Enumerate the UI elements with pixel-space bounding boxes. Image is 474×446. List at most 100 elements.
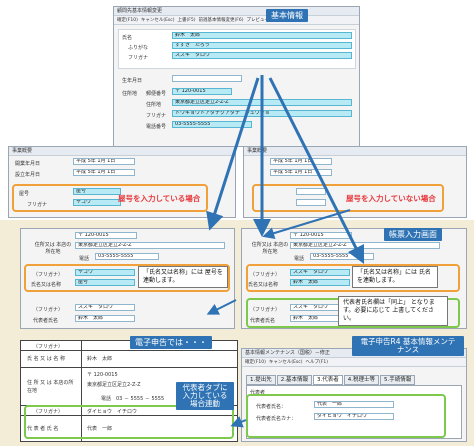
yago-field-right[interactable] [296,188,326,195]
e-filing-callout: 電子申告では・・・ [130,336,212,349]
basic-info-window: 顧問先基本情報変更 確定(F10) キャンセル(Esc) 上書(F5) 前週基本… [113,6,360,147]
form-r-postal-field[interactable]: 〒 120-0015 [290,232,352,239]
form-rep-label: 代表者氏名 [33,318,59,324]
paper-address-label: 住 所 又 は 本店の所在地 [27,380,74,394]
name-label: 氏名 [122,35,133,41]
paper-kana-label: （フリガナ） [33,344,64,350]
open-date-label: 開業年月日 [15,161,41,167]
form-r-rep-kana-label: （フリガナ） [250,307,281,313]
paper-name-value: 鈴木 太郎 [87,356,113,362]
address-kana-label: フリガナ [146,113,167,119]
paper-rep-kana-value: ダイヒョウ イチロウ [87,409,138,415]
form-r-tel-label: 電話 [294,256,305,262]
form-address-label: 住所又は 本店の所在地 [34,242,72,255]
yago-kana-field-right[interactable] [296,199,326,206]
form-input-callout: 帳票入力画面 [384,228,442,241]
paper-name-label: 氏 名 又 は 名 称 [27,356,65,362]
maintenance-callout: 電子申告R4 基本情報メンテナンス [352,336,464,356]
form-r-tel-field[interactable]: 03-5555-5555 [310,253,374,260]
open-date-field[interactable]: 平成 5年 1月 1日 [73,158,135,165]
birth-label: 生年月日 [122,78,143,84]
paper-rep-label: 代 表 者 氏 名 [27,426,59,432]
form-r-rep-label: 代表者氏名 [250,318,276,324]
m-confirm-button[interactable]: 確定(F10) [245,360,266,365]
form-tel-label: 電話 [79,256,90,262]
window-title: 顧問先基本情報変更 [114,7,359,16]
form-left-note: 「氏名又は名称」には 屋号を連動します。 [138,266,228,288]
arrow-business-right [262,209,351,239]
arrow-basic-to-right [268,77,365,265]
m-rep-field[interactable]: 代表 一郎 [314,401,394,408]
tab-basic[interactable]: 2.基本情報 [276,375,312,385]
maintenance-toolbar: 確定(F10) キャンセル(Esc) ヘルプ(F1) [242,358,466,367]
form-r-address-field[interactable]: 東京都足立区足立2-Z-Z [290,242,440,249]
form-tel-field[interactable]: 03-5555-5555 [95,253,159,260]
m-rep-kana-field[interactable]: ダイヒョウ イチロウ [314,413,394,420]
form-name-highlight [24,264,230,292]
founded-date-field[interactable]: 平成 5年 1月 1日 [73,169,135,176]
form-r-name-field[interactable]: 鈴木 太郎 [290,279,350,286]
address-label: 住所地 [122,91,138,97]
tel-label: 電話番号 [146,124,167,130]
tab-procedure[interactable]: 5.手続情報 [380,375,416,385]
founded-date-label: 設立年月日 [15,172,41,178]
m-rep-kana-label: 代表者氏名カナ： [256,416,297,422]
form-r-name-label: 氏名又は名称 [248,282,279,288]
yago-empty-note: 屋号を入力していない場合 [346,194,436,203]
furigana-label: ふりがな [128,45,149,51]
postal-field[interactable]: 〒 120-0015 [172,88,232,95]
form-kana-label: （フリガナ） [33,272,64,278]
m-cancel-button[interactable]: キャンセル(Esc) [268,360,303,365]
form-rep-kana-label: （フリガナ） [33,307,64,313]
confirm-button[interactable]: 確定(F10) [117,18,138,23]
kana-label: フリガナ [128,55,149,61]
basic-info-callout: 基本情報 [266,9,308,22]
postal-label: 郵便番号 [146,91,167,97]
business-header: 事業概要 [9,147,235,156]
form-r-kana-label: （フリガナ） [250,272,281,278]
form-name-field[interactable]: 屋号 [75,279,135,286]
business-window-left: 事業概要 開業年月日 平成 5年 1月 1日 設立年月日 平成 5年 1月 1日… [8,146,236,218]
cancel-button[interactable]: キャンセル(Esc) [140,18,175,23]
maintenance-tabs: 1.提出先 2.基本情報 3.代表者 4.税理士等 5.手続情報 [246,375,416,385]
form-rep-field[interactable]: 鈴木 太郎 [75,315,135,322]
yago-field[interactable]: 屋号 [73,188,121,195]
birth-field[interactable] [172,75,242,82]
arrow-basic-to-left [206,77,260,231]
paper-rep-value: 代表 一郎 [87,426,113,432]
tab-representative[interactable]: 3.代表者 [313,375,343,385]
paper-postal: 〒 120-0015 [87,372,118,378]
kana-field[interactable]: スズキ タロウ [172,52,352,59]
form-r-name-highlight [246,264,460,292]
paper-rep-kana-label: （フリガナ） [33,409,64,415]
furigana-field[interactable]: すずき たろう [172,42,352,49]
form-postal-field[interactable]: 〒 120-0015 [75,232,137,239]
form-address-field[interactable]: 東京都足立区足立2-Z-Z [75,242,225,249]
yago-kana-field[interactable]: ヤゴウ [73,199,121,206]
address-sub-label: 住所地 [146,102,162,108]
tel-field[interactable]: 03-5555-5555 [172,121,252,128]
arrow-form-down [206,299,237,315]
prev-info-button[interactable]: 前週基本情報変更(F6) [198,18,244,23]
form-name-label: 氏名又は名称 [31,282,62,288]
tab-submit[interactable]: 1.提出先 [246,375,276,385]
form-kana-field[interactable]: ヤゴウ [75,269,135,276]
form-right-rep-note: 代表者氏名欄は「同上」 となります。必要に応じて 上書してください。 [338,296,448,326]
m-rep-label: 代表者氏名： [256,404,287,410]
overwrite-button[interactable]: 上書(F5) [177,18,196,23]
tab-accountant[interactable]: 4.税理士等 [343,375,379,385]
form-rep-kana-field[interactable]: スズキ タロウ [75,304,135,311]
rep-section-label: 代表者 [250,390,266,396]
preview-button[interactable]: プレビュー(F11) [246,18,281,23]
name-field[interactable]: 鈴木 太郎 [172,32,352,39]
m-help-button[interactable]: ヘルプ(F1) [305,360,328,365]
yago-label: 屋号 [19,191,30,197]
arrow-maint-to-paper [230,416,247,428]
form-r-kana-field[interactable]: スズキ タロウ [290,269,350,276]
business-window-right: 事業概要 平成 5年 1月 1日 平成 5年 1月 1日 [243,146,467,218]
yago-highlight [12,184,208,212]
form-r-address-label: 住所又は 本店の所在地 [251,242,289,255]
yago-entered-note: 屋号を入力している場合 [118,194,201,203]
founded-date-field-right[interactable]: 平成 5年 1月 1日 [270,169,332,176]
open-date-field-right[interactable]: 平成 5年 1月 1日 [270,158,332,165]
